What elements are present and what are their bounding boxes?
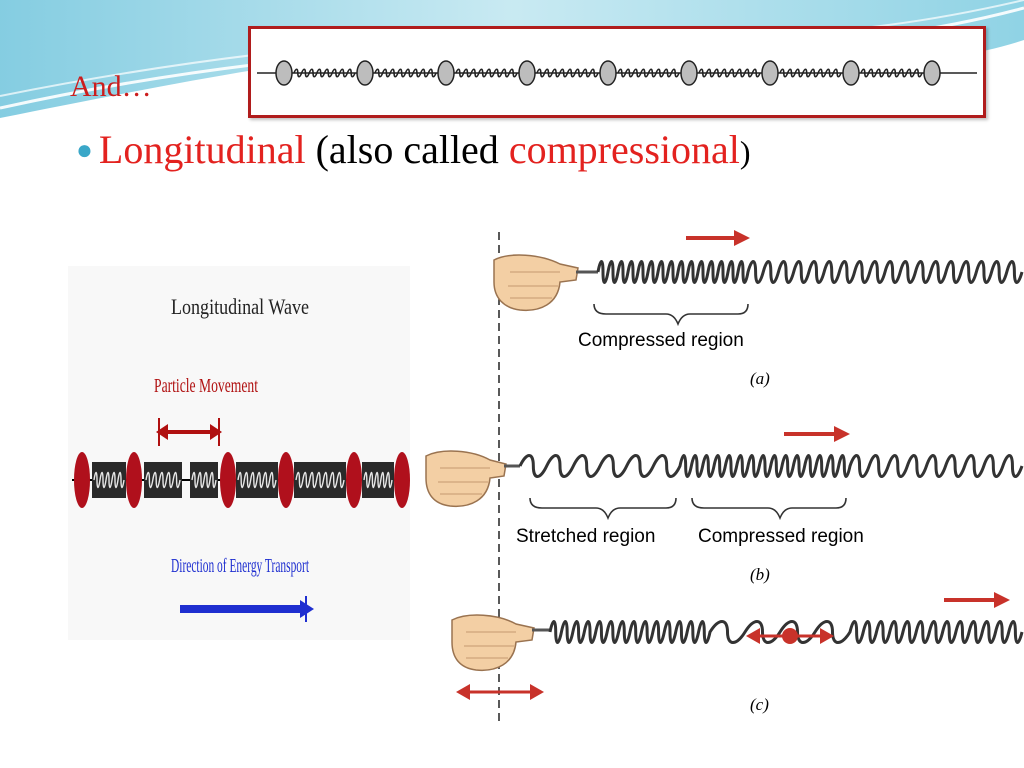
oscillation-arrow-icon bbox=[746, 628, 834, 644]
stretched-brace bbox=[529, 497, 677, 521]
intro-text: And… bbox=[70, 70, 152, 103]
coil-image-frame bbox=[248, 26, 986, 118]
panel-c-label: (c) bbox=[750, 695, 769, 714]
longitudinal-wave-figure: Longitudinal Wave Particle Movement Dire… bbox=[68, 266, 410, 640]
compressed-brace bbox=[691, 497, 847, 521]
energy-arrow-icon bbox=[180, 596, 314, 622]
figure-title: Longitudinal Wave bbox=[171, 294, 309, 319]
particle-movement-label: Particle Movement bbox=[154, 375, 258, 397]
panel-b-region2-label: Compressed region bbox=[698, 526, 864, 547]
hand-icon bbox=[493, 254, 579, 312]
spring-a bbox=[596, 260, 1024, 284]
hand-motion-arrow-icon bbox=[456, 684, 544, 700]
panel-b-region1-label: Stretched region bbox=[516, 526, 655, 547]
spring-figure: Compressed region (a) Stretched region C… bbox=[425, 230, 1024, 725]
panel-a: Compressed region (a) bbox=[493, 230, 1024, 388]
direction-arrow-icon bbox=[944, 592, 1010, 608]
longitudinal-coil bbox=[72, 452, 410, 508]
panel-a-region-label: Compressed region bbox=[578, 330, 744, 351]
spring-c bbox=[548, 620, 1024, 644]
direction-arrow-icon bbox=[784, 426, 850, 442]
heading-term: Longitudinal bbox=[98, 127, 306, 172]
particle-arrow-icon bbox=[156, 418, 222, 446]
panel-b: Stretched region Compressed region (b) bbox=[425, 426, 1024, 584]
coil-chain-image bbox=[257, 60, 977, 86]
bullet-icon: ● bbox=[76, 135, 93, 166]
heading-term2: compressional bbox=[508, 127, 740, 172]
panel-a-label: (a) bbox=[750, 369, 770, 388]
bullet-heading: ●Longitudinal (also called compressional… bbox=[76, 126, 751, 173]
panel-b-label: (b) bbox=[750, 565, 770, 584]
compressed-brace bbox=[593, 303, 749, 327]
spring-b bbox=[518, 454, 1024, 478]
panel-c: (c) bbox=[451, 592, 1024, 714]
heading-close: ) bbox=[739, 134, 751, 170]
energy-transport-label: Direction of Energy Transport bbox=[171, 555, 309, 577]
heading-middle: (also called bbox=[315, 127, 509, 172]
direction-arrow-icon bbox=[686, 230, 750, 246]
hand-icon bbox=[425, 450, 507, 508]
hand-icon bbox=[451, 614, 535, 672]
